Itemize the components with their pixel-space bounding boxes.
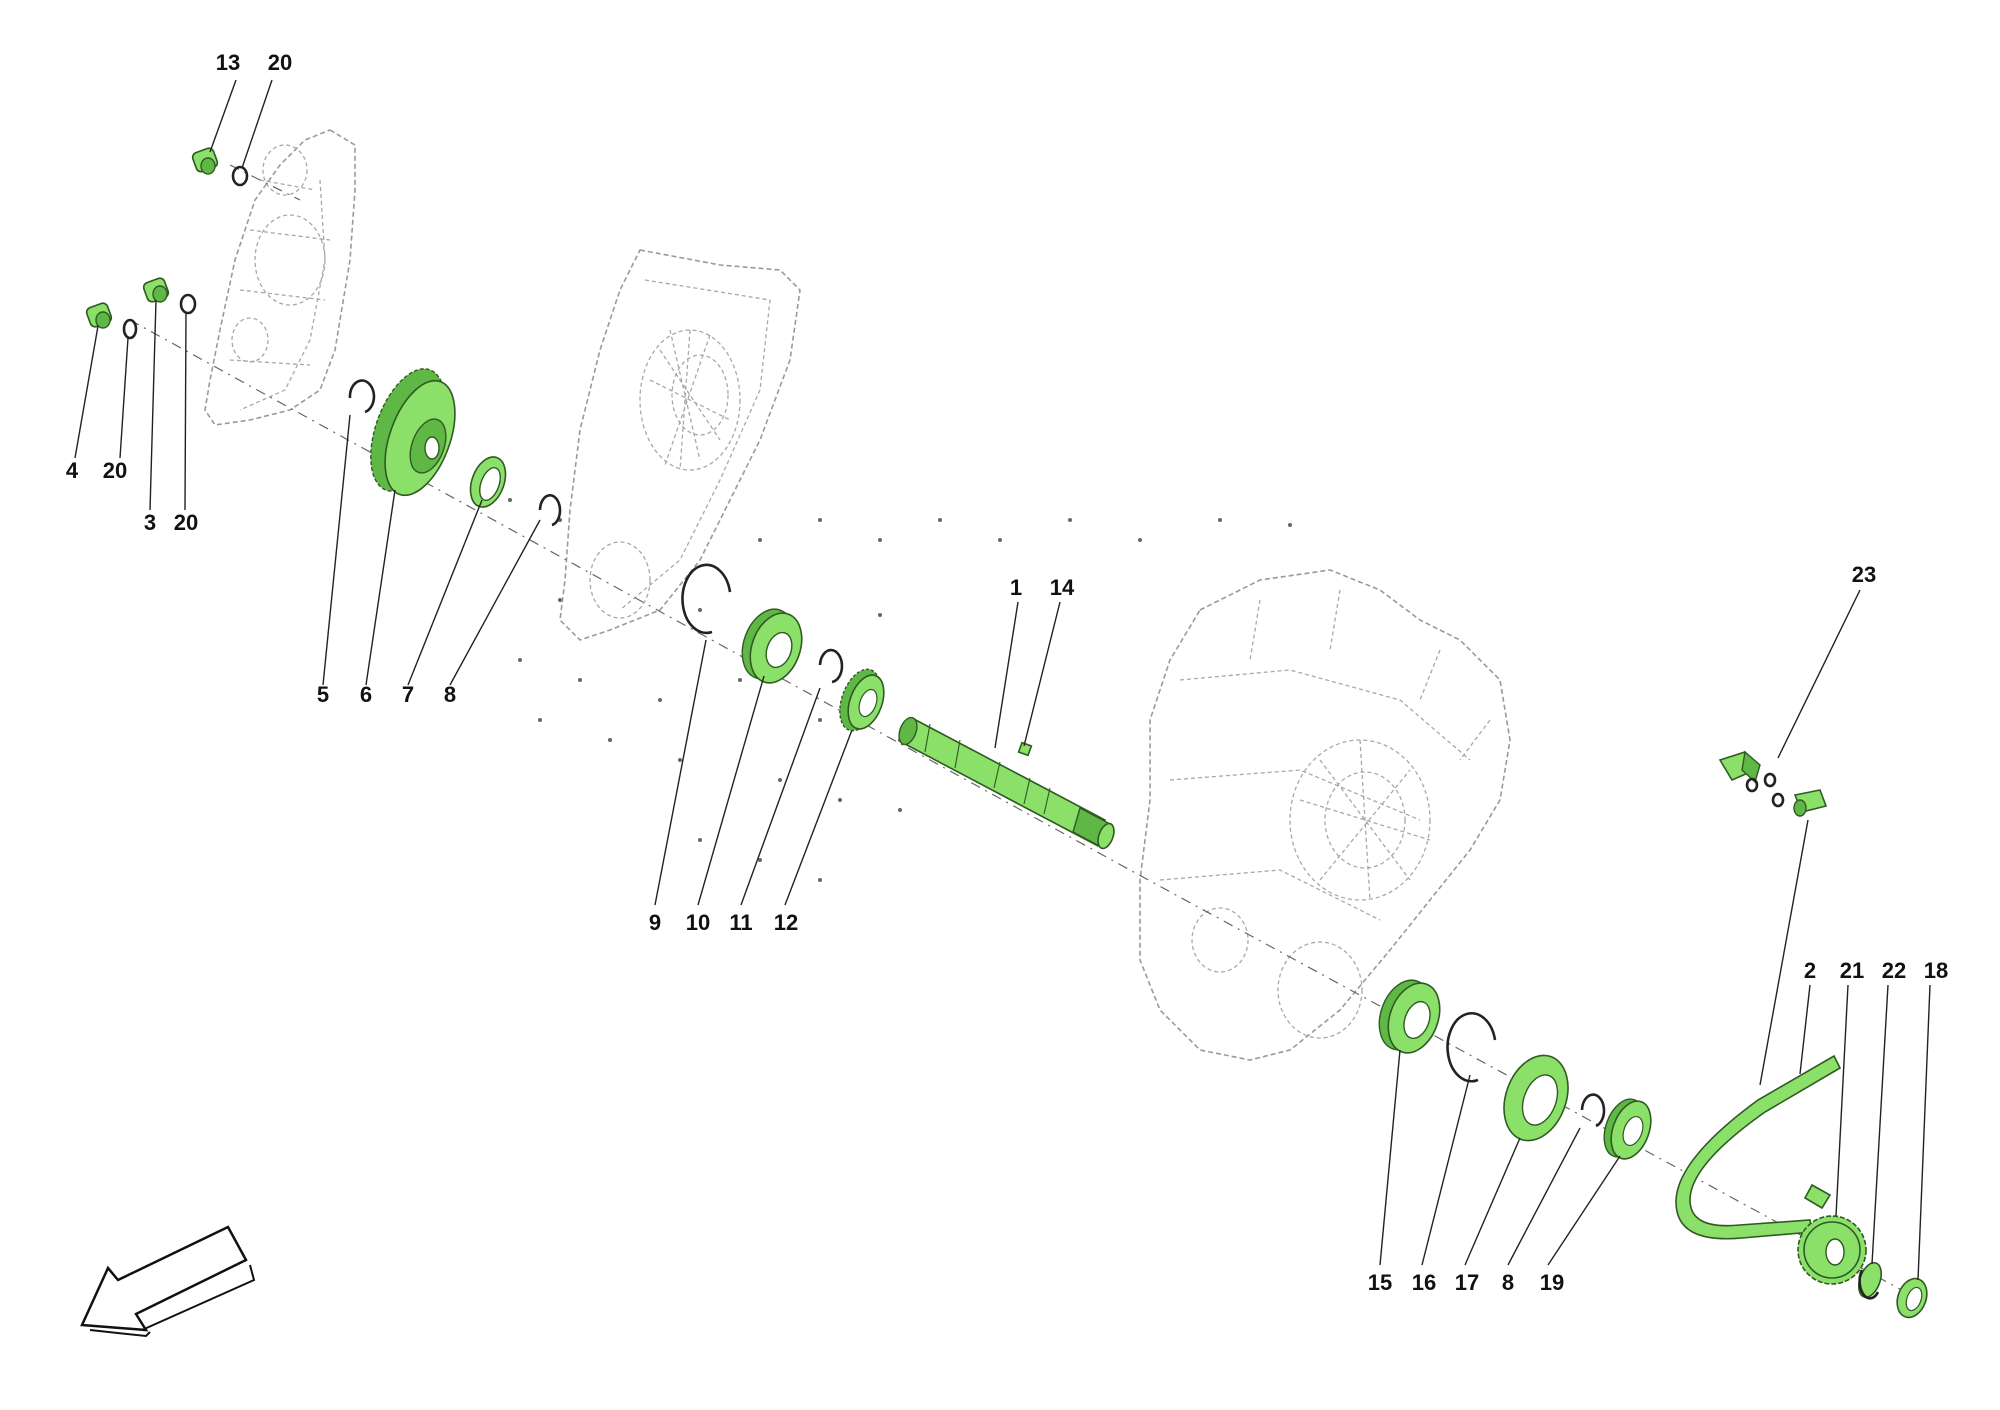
part-16-circlip: [1446, 1011, 1497, 1083]
callout-3: 3: [144, 510, 156, 535]
callout-18: 18: [1924, 958, 1948, 983]
callout-2: 2: [1804, 958, 1816, 983]
callout-5: 5: [317, 682, 329, 707]
part-6-gear: [370, 368, 456, 497]
callout-10: 10: [686, 910, 710, 935]
callout-21: 21: [1840, 958, 1864, 983]
direction-arrow-icon: [80, 1225, 256, 1338]
callout-6: 6: [360, 682, 372, 707]
callout-16: 16: [1412, 1270, 1436, 1295]
mid-cover-outline: [559, 249, 801, 641]
part-8-snap-ring-bottom: [1580, 1093, 1606, 1128]
part-8-snap-ring-top: [538, 494, 562, 527]
callout-8-bottom: 8: [1502, 1270, 1514, 1295]
part-20-seal-top: [231, 165, 249, 187]
rear-cover-outline: [204, 129, 356, 426]
callout-12: 12: [774, 910, 798, 935]
part-4-plug: [85, 302, 113, 329]
part-17-seal: [1503, 1054, 1569, 1142]
callout-1: 1: [1010, 575, 1022, 600]
callout-22: 22: [1882, 958, 1906, 983]
part-3-plug: [142, 277, 170, 303]
part-10-bearing: [741, 608, 803, 684]
part-22-snap-ring: [1857, 1261, 1883, 1300]
callout-4: 4: [66, 458, 79, 483]
callout-23: 23: [1852, 562, 1876, 587]
part-12-gear-ring: [839, 668, 885, 732]
callout-17: 17: [1455, 1270, 1479, 1295]
part-2-chain: [1675, 1054, 1842, 1240]
part-5-snap-ring: [348, 379, 376, 414]
part-11-snap-ring: [818, 648, 844, 684]
callout-labels: 13 20 4 20 3 20 5 6 7 8 1 14 9 10 11 12 …: [66, 50, 1948, 1295]
part-14-key: [1017, 741, 1033, 757]
part-19-bushing: [1603, 1098, 1652, 1160]
callout-11: 11: [729, 910, 752, 935]
upper-axis-line: [229, 164, 301, 201]
part-18-washer: [1896, 1277, 1928, 1319]
callout-19: 19: [1540, 1270, 1564, 1295]
callout-15: 15: [1368, 1270, 1392, 1295]
callout-7: 7: [402, 682, 414, 707]
callout-20-left: 20: [103, 458, 127, 483]
callout-9: 9: [649, 910, 661, 935]
part-23-bracket: [1718, 750, 1828, 817]
part-9-circlip: [681, 563, 732, 635]
part-1-shaft: [898, 716, 1115, 850]
part-20-seal-mid: [179, 293, 197, 315]
callout-14: 14: [1050, 575, 1075, 600]
part-13-plug: [191, 147, 219, 175]
callout-20-top: 20: [268, 50, 292, 75]
callout-8-top: 8: [444, 682, 456, 707]
part-15-bearing: [1378, 979, 1441, 1054]
callout-20-mid: 20: [174, 510, 198, 535]
gearbox-housing-outline: [1139, 569, 1511, 1061]
part-21-sprocket: [1797, 1215, 1867, 1285]
callout-13: 13: [216, 50, 240, 75]
leader-lines: [74, 79, 1931, 1281]
part-20-seal-left: [122, 318, 138, 340]
part-7-spacer: [469, 456, 507, 508]
